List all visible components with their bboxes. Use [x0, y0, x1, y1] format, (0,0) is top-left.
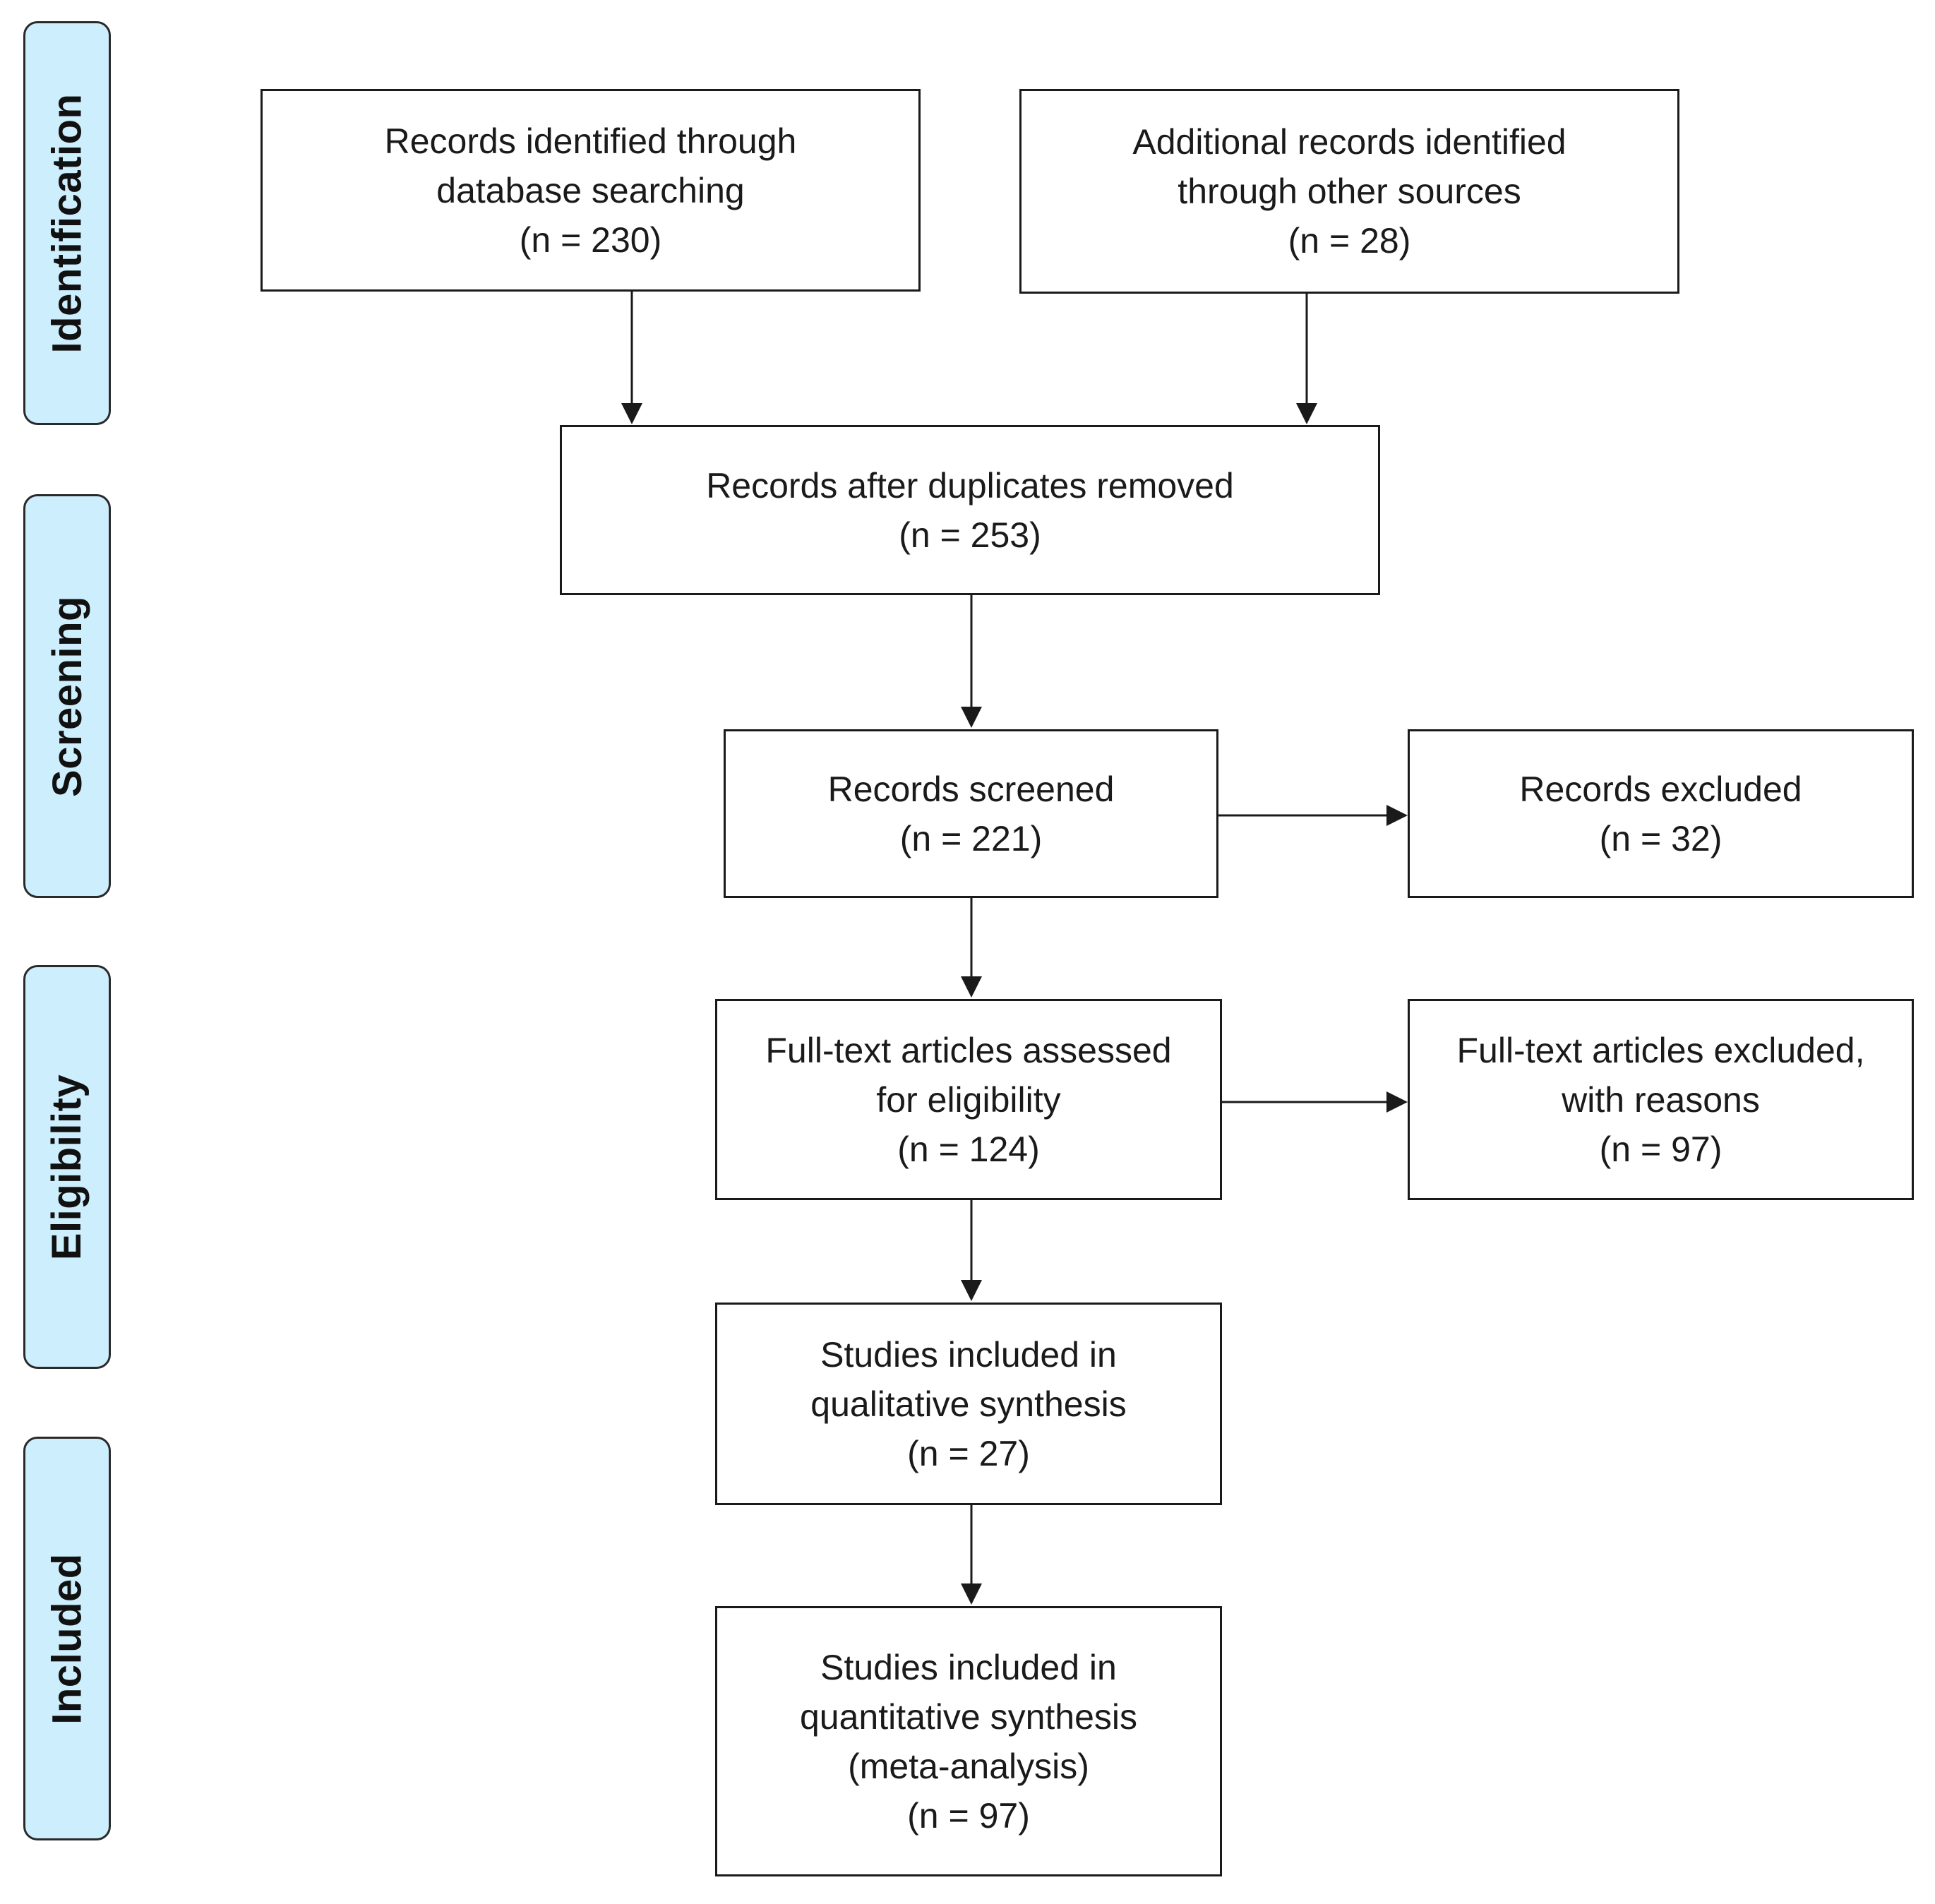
- box-quantitative-count: (n = 97): [907, 1795, 1030, 1836]
- box-records-database-line1: Records identified through: [384, 121, 797, 161]
- box-records-excluded: Records excluded (n = 32): [1408, 729, 1914, 898]
- box-quantitative-synthesis: Studies included in quantitative synthes…: [715, 1606, 1222, 1876]
- box-qualitative-line2: qualitative synthesis: [810, 1384, 1127, 1424]
- box-fulltext-line2: for eligibility: [876, 1079, 1061, 1120]
- box-qualitative-line1: Studies included in: [820, 1334, 1117, 1375]
- box-duplicates-removed: Records after duplicates removed (n = 25…: [560, 425, 1380, 595]
- box-records-other-line1: Additional records identified: [1132, 122, 1566, 162]
- box-screened-count: (n = 221): [899, 818, 1043, 858]
- box-excluded-line1: Records excluded: [1519, 769, 1802, 809]
- box-records-screened: Records screened (n = 221): [724, 729, 1218, 898]
- box-records-other-count: (n = 28): [1288, 221, 1411, 261]
- box-fulltext-excluded-count: (n = 97): [1599, 1129, 1723, 1169]
- box-duplicates-line1: Records after duplicates removed: [706, 465, 1234, 505]
- stage-screening: Screening: [23, 494, 111, 898]
- box-fulltext-line1: Full-text articles assessed: [765, 1030, 1172, 1070]
- box-screened-line1: Records screened: [827, 769, 1115, 809]
- box-records-database: Records identified through database sear…: [260, 89, 921, 292]
- box-excluded-count: (n = 32): [1599, 818, 1723, 858]
- stage-included: Included: [23, 1437, 111, 1840]
- box-quantitative-line3: (meta-analysis): [848, 1746, 1089, 1786]
- box-records-database-line2: database searching: [436, 170, 745, 210]
- box-qualitative-count: (n = 27): [907, 1433, 1030, 1473]
- box-quantitative-line2: quantitative synthesis: [799, 1696, 1138, 1737]
- box-fulltext-assessed: Full-text articles assessed for eligibil…: [715, 999, 1222, 1200]
- box-fulltext-excluded: Full-text articles excluded, with reason…: [1408, 999, 1914, 1200]
- stage-identification: Identification: [23, 21, 111, 425]
- box-qualitative-synthesis: Studies included in qualitative synthesi…: [715, 1303, 1222, 1505]
- box-fulltext-excluded-line1: Full-text articles excluded,: [1456, 1030, 1865, 1070]
- box-quantitative-line1: Studies included in: [820, 1647, 1117, 1687]
- box-fulltext-excluded-line2: with reasons: [1562, 1079, 1760, 1120]
- box-records-other-sources: Additional records identified through ot…: [1019, 89, 1679, 294]
- box-records-database-count: (n = 230): [519, 220, 662, 260]
- stage-eligibility: Eligibility: [23, 965, 111, 1369]
- box-duplicates-count: (n = 253): [899, 515, 1041, 555]
- box-records-other-line2: through other sources: [1178, 172, 1521, 211]
- box-fulltext-count: (n = 124): [897, 1129, 1040, 1169]
